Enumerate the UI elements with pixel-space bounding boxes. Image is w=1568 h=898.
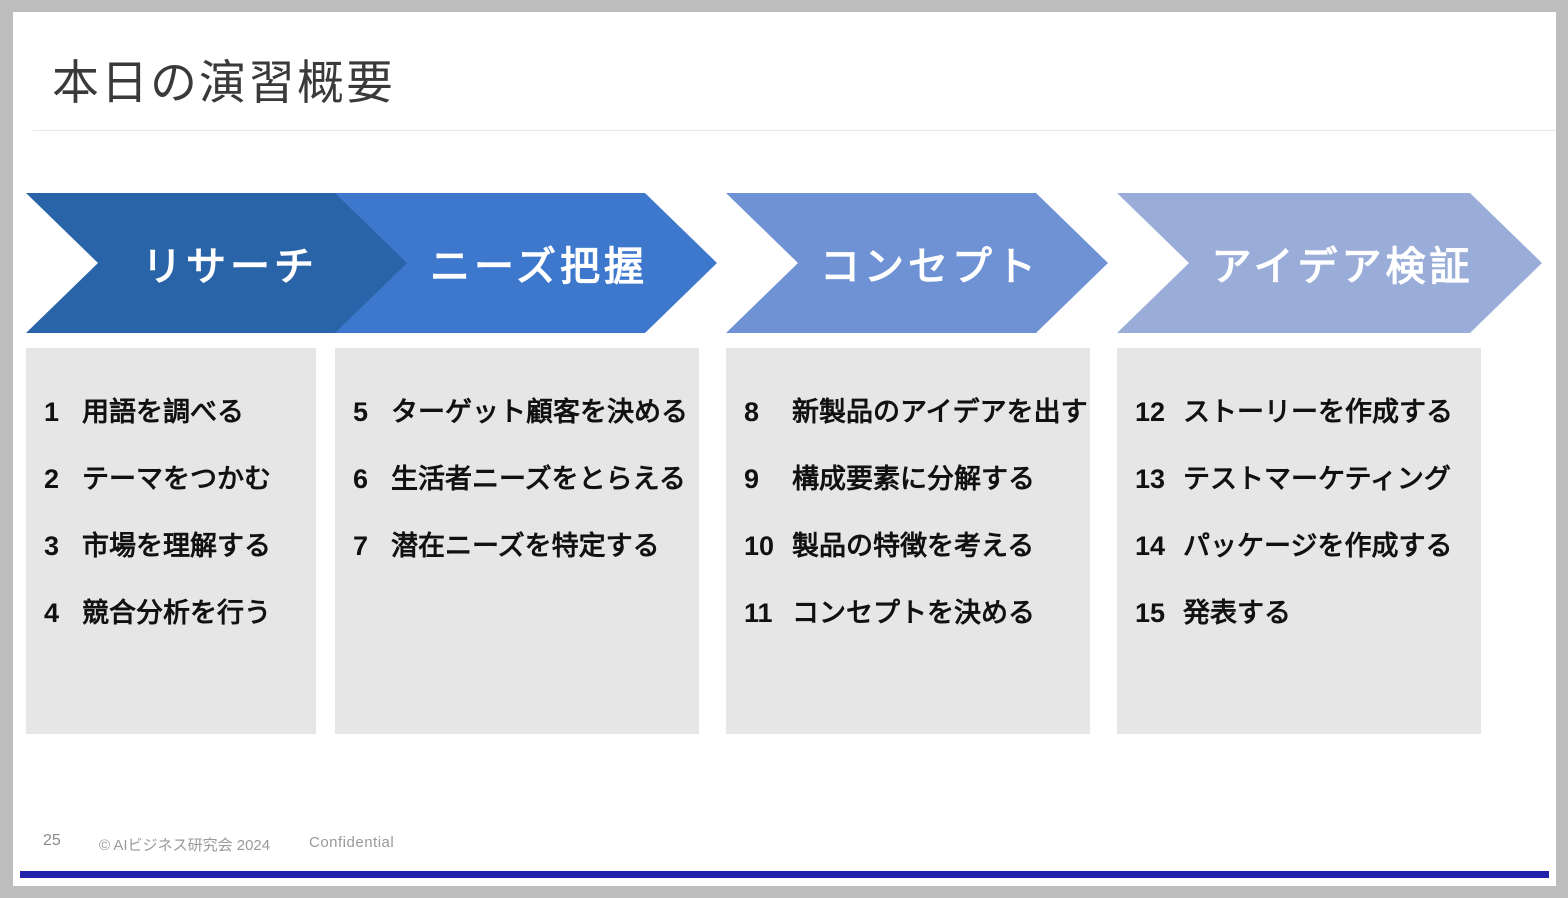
task-number: 14 xyxy=(1135,531,1166,561)
task-label: 発表する xyxy=(1183,598,1291,628)
task-label: 用語を調べる xyxy=(82,397,244,427)
task-number: 12 xyxy=(1135,397,1166,427)
process-stage-idea-validation[interactable]: アイデア検証 xyxy=(1117,193,1542,333)
task-number: 4 xyxy=(44,598,60,628)
task-number: 2 xyxy=(44,464,60,494)
task-label: 競合分析を行う xyxy=(82,598,271,628)
task-number: 5 xyxy=(353,397,369,427)
list-item: 1 用語を調べる xyxy=(26,390,316,429)
task-column: 12 ストーリーを作成する 13 テストマーケティング 14 パッケージを作成す… xyxy=(1117,348,1481,734)
task-label: ストーリーを作成する xyxy=(1183,397,1453,427)
task-label: コンセプトを決める xyxy=(792,598,1035,628)
bottom-accent-bar xyxy=(20,871,1549,878)
task-columns: 1 用語を調べる 2 テーマをつかむ 3 市場を理解する 4 競合分析を行う xyxy=(13,348,1556,734)
list-item: 8 新製品のアイデアを出す xyxy=(726,390,1090,429)
list-item: 3 市場を理解する xyxy=(26,524,316,563)
task-number: 11 xyxy=(744,598,773,628)
process-stage-label: ニーズ把握 xyxy=(430,245,648,289)
list-item: 10 製品の特徴を考える xyxy=(726,524,1090,563)
task-number: 15 xyxy=(1135,598,1166,628)
process-stage-label: リサーチ xyxy=(142,245,318,289)
page-title: 本日の演習概要 xyxy=(52,58,395,110)
list-item: 15 発表する xyxy=(1117,591,1481,630)
task-label: テストマーケティング xyxy=(1183,464,1451,494)
task-column: 5 ターゲット顧客を決める 6 生活者ニーズをとらえる 7 潜在ニーズを特定する xyxy=(335,348,699,734)
task-number: 6 xyxy=(353,464,369,494)
title-divider xyxy=(33,130,1556,131)
task-label: 潜在ニーズを特定する xyxy=(391,531,660,561)
copyright-notice: © AIビジネス研究会 2024 xyxy=(99,837,271,854)
list-item: 11 コンセプトを決める xyxy=(726,591,1090,630)
task-label: 製品の特徴を考える xyxy=(792,531,1035,561)
task-number: 1 xyxy=(44,397,60,427)
task-number: 13 xyxy=(1135,464,1166,494)
task-number: 10 xyxy=(744,531,775,561)
process-chevron-band: リサーチ ニーズ把握 コンセプト アイデア検証 xyxy=(13,193,1556,333)
list-item: 12 ストーリーを作成する xyxy=(1117,390,1481,429)
process-stage-label: コンセプト xyxy=(820,245,1040,289)
confidentiality-label: Confidential xyxy=(309,834,395,851)
list-item: 14 パッケージを作成する xyxy=(1117,524,1481,563)
task-label: テーマをつかむ xyxy=(82,464,271,494)
task-number: 8 xyxy=(744,397,760,427)
page-number: 25 xyxy=(43,832,61,849)
list-item: 2 テーマをつかむ xyxy=(26,457,316,496)
task-label: 市場を理解する xyxy=(82,531,271,561)
task-column: 8 新製品のアイデアを出す 9 構成要素に分解する 10 製品の特徴を考える 1… xyxy=(726,348,1090,734)
list-item: 7 潜在ニーズを特定する xyxy=(335,524,699,563)
process-stage-label: アイデア検証 xyxy=(1211,245,1474,289)
task-label: 構成要素に分解する xyxy=(792,464,1035,494)
list-item: 13 テストマーケティング xyxy=(1117,457,1481,496)
process-stage-research[interactable]: リサーチ xyxy=(26,193,408,333)
list-item: 9 構成要素に分解する xyxy=(726,457,1090,496)
list-item: 6 生活者ニーズをとらえる xyxy=(335,457,699,496)
list-item: 5 ターゲット顧客を決める xyxy=(335,390,699,429)
list-item: 4 競合分析を行う xyxy=(26,591,316,630)
task-label: パッケージを作成する xyxy=(1183,531,1453,561)
slide-canvas: 本日の演習概要 リサーチ ニーズ把握 コンセプト アイデア検証 1 用語を調べる xyxy=(13,12,1556,886)
task-label: ターゲット顧客を決める xyxy=(391,397,688,427)
task-label: 生活者ニーズをとらえる xyxy=(391,464,686,494)
task-label: 新製品のアイデアを出す xyxy=(792,397,1088,427)
task-number: 7 xyxy=(353,531,369,561)
slide-footer: 25 © AIビジネス研究会 2024 Confidential xyxy=(13,832,1556,856)
task-number: 9 xyxy=(744,464,760,494)
task-number: 3 xyxy=(44,531,60,561)
process-stage-concept[interactable]: コンセプト xyxy=(726,193,1108,333)
task-column: 1 用語を調べる 2 テーマをつかむ 3 市場を理解する 4 競合分析を行う xyxy=(26,348,316,734)
